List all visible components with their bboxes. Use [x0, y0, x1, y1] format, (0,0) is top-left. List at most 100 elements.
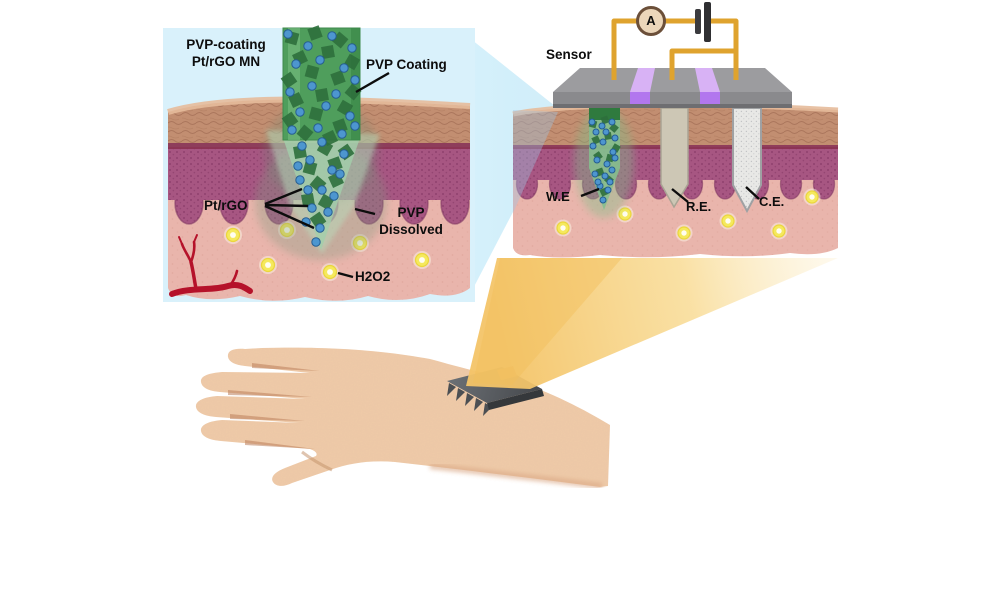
rgo-flake	[280, 71, 298, 89]
pt-particle	[593, 156, 601, 164]
pt-particles-left	[283, 29, 360, 247]
thumb-crease	[301, 450, 333, 472]
pt-particle	[592, 128, 600, 136]
rgo-flake	[304, 64, 320, 80]
rgo-flake	[315, 88, 329, 102]
rgo-flake	[321, 45, 335, 59]
h2o2-label: H2O2	[355, 269, 391, 284]
pt-particle	[295, 175, 305, 185]
forearm-shading	[429, 463, 603, 489]
pt-particle	[315, 223, 325, 233]
pt-particle	[599, 138, 607, 146]
h2o2-dot-center	[725, 218, 731, 224]
pt-particle	[283, 29, 293, 39]
pt-particle	[307, 81, 317, 91]
reference-wire	[669, 48, 736, 80]
pt-particle	[307, 203, 317, 213]
pt-particle	[604, 186, 612, 194]
pt-particle	[329, 191, 339, 201]
counter-electrode-label: C.E.	[759, 194, 785, 209]
pt-particle	[287, 125, 297, 135]
pt-particle	[598, 122, 606, 130]
pt-particle	[608, 118, 616, 126]
pt-particle	[608, 166, 616, 174]
pt-particle	[591, 170, 599, 178]
working-wire	[611, 18, 637, 80]
ammeter-icon	[636, 6, 666, 36]
pt-particle	[339, 149, 349, 159]
battery-short-bar	[695, 9, 701, 34]
pt-particle	[293, 161, 303, 171]
pt-particle	[611, 134, 619, 142]
pt-particle	[611, 154, 619, 162]
pointer-lines-right	[580, 186, 760, 203]
pt-particle	[327, 165, 337, 175]
rgo-flake	[609, 123, 619, 133]
rgo-flake	[307, 25, 323, 41]
left-panel-title: PVP-coating Pt/rGO MN	[161, 36, 291, 70]
pt-rgo-label: Pt/rGO	[204, 198, 248, 213]
pt-particle	[311, 237, 321, 247]
left-panel-title-line1: PVP-coating	[186, 37, 266, 52]
pt-particle	[335, 169, 345, 179]
h2o2-dot-center	[560, 225, 566, 231]
patch-front-edge	[487, 389, 544, 410]
pt-particle	[606, 178, 614, 186]
plate-stripe-top-2	[695, 68, 720, 92]
rgo-flake	[296, 124, 314, 142]
pt-particle	[603, 160, 611, 168]
measurement-circuit	[611, 2, 739, 80]
zoom-cone-gold	[466, 258, 838, 389]
pvp-dissolved-line2: Dissolved	[379, 222, 443, 237]
pt-particle	[291, 59, 301, 69]
battery-long-bar	[704, 2, 711, 42]
working-electrode-cap	[589, 108, 620, 120]
pt-particle	[321, 101, 331, 111]
pt-particle	[295, 107, 305, 117]
zoom-beam-blue	[457, 28, 560, 302]
plate-stripe-top-1	[630, 68, 655, 92]
pt-particle	[303, 41, 313, 51]
pt-particle	[317, 185, 327, 195]
pt-particle	[601, 172, 609, 180]
pt-particle	[327, 31, 337, 41]
right-panel	[512, 2, 839, 258]
pt-particle	[305, 155, 315, 165]
pointer-line	[337, 271, 354, 279]
pointer-line	[354, 207, 376, 216]
reference-electrode-label: R.E.	[686, 199, 712, 214]
pointer-line	[264, 204, 315, 230]
capillary-icon	[169, 234, 253, 297]
pt-particle	[339, 63, 349, 73]
finger-creases	[228, 363, 320, 449]
pointer-line	[580, 187, 600, 198]
pt-particle	[313, 123, 323, 133]
pt-particle	[331, 89, 341, 99]
pt-particle	[350, 75, 360, 85]
h2o2-dot-center	[622, 211, 628, 217]
rgo-flake	[281, 111, 299, 129]
zoom-cone-core	[473, 258, 622, 385]
h2o2-dot-center	[776, 228, 782, 234]
pt-particle	[303, 185, 313, 195]
h2o2-dot-center	[265, 262, 271, 268]
left-panel	[163, 25, 475, 302]
working-electrode-label: W.E	[546, 189, 570, 204]
pt-particle	[337, 129, 347, 139]
pt-particle	[350, 121, 360, 131]
pointer-line	[264, 203, 309, 208]
pt-particle	[594, 178, 602, 186]
pt-particle	[285, 87, 295, 97]
left-panel-title-line2: Pt/rGO MN	[191, 54, 261, 69]
pt-particle	[347, 43, 357, 53]
rgo-flake	[605, 153, 615, 163]
pt-particle	[602, 128, 610, 136]
rgo-flake	[302, 160, 318, 176]
pt-particle	[315, 55, 325, 65]
rgo-flake	[600, 115, 610, 125]
counter-wire	[711, 18, 739, 80]
pvp-coating-label: PVP Coating	[366, 57, 447, 72]
rgo-flake	[330, 70, 346, 86]
